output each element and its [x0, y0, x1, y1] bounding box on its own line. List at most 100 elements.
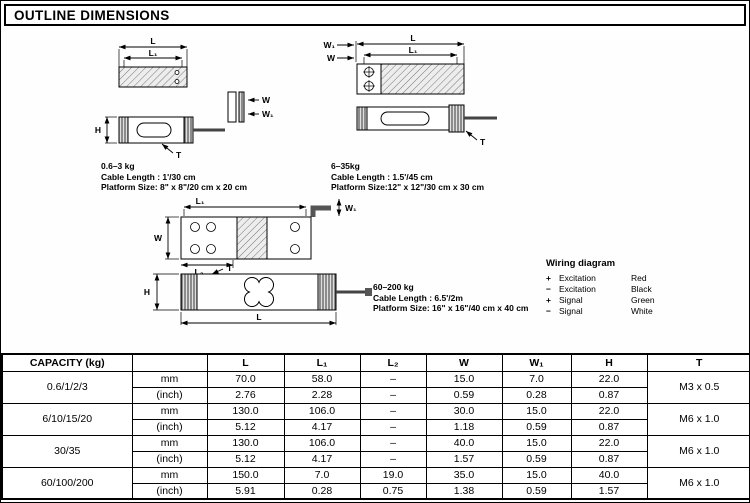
thread-cell: M6 x 1.0	[646, 466, 749, 500]
unit-cell: mm	[131, 370, 208, 388]
wiring-sign: −	[546, 306, 551, 316]
plan-view	[118, 66, 188, 88]
cable-length: Cable Length : 1.5'/45 cm	[331, 171, 433, 182]
dim-label-W1: W₁	[323, 40, 335, 50]
dim-label-W: W	[154, 233, 163, 243]
dim-label-L: L	[150, 36, 155, 46]
platform-size: Platform Size: 16" x 16"/40 cm x 40 cm	[373, 303, 529, 313]
value-cell: 150.0	[206, 466, 285, 484]
capacity-cell: 0.6/1/2/3	[1, 370, 133, 404]
table-row: (inch) 5.91 0.28 0.75 1.38 0.59 1.57	[2, 482, 749, 500]
capacity-range: 6–35kg	[331, 161, 360, 171]
unit-cell: (inch)	[131, 386, 208, 404]
value-cell: 1.38	[425, 482, 503, 500]
table-row: 60/100/200 mm 150.0 7.0 19.0 35.0 15.0 4…	[1, 466, 749, 500]
wiring-color: Red	[631, 273, 647, 283]
col-header-L: L	[206, 353, 285, 372]
wiring-color: White	[631, 306, 653, 316]
table-header-row: CAPACITY (kg) L L₁ L₂ W W₁ H T	[1, 353, 749, 372]
value-cell: 70.0	[206, 370, 285, 388]
value-cell: 40.0	[425, 434, 503, 452]
platform-size: Platform Size: 8" x 8"/20 cm x 20 cm	[101, 182, 248, 192]
platform-size: Platform Size:12" x 12"/30 cm x 30 cm	[331, 182, 485, 192]
thread-cell: M3 x 0.5	[646, 370, 749, 404]
wiring-name: Signal	[559, 295, 583, 305]
table-row: (inch) 5.12 4.17 – 1.18 0.59 0.87	[2, 418, 749, 436]
dim-label-L1: L₁	[149, 48, 158, 58]
drawing-area: L L₁ W W₁	[1, 28, 749, 353]
value-cell: 5.12	[206, 450, 285, 468]
unit-cell: (inch)	[131, 450, 208, 468]
value-cell: –	[359, 402, 427, 420]
value-cell: 4.17	[283, 418, 361, 436]
wiring-diagram: Wiring diagram + Excitation Red − Excita…	[546, 258, 655, 317]
unit-cell: (inch)	[131, 482, 208, 500]
value-cell: 0.75	[359, 482, 427, 500]
value-cell: –	[359, 450, 427, 468]
unit-cell: mm	[131, 402, 208, 420]
table-row: (inch) 2.76 2.28 – 0.59 0.28 0.87	[2, 386, 749, 404]
value-cell: 0.59	[501, 418, 572, 436]
wiring-color: Black	[631, 284, 652, 294]
col-header-L2: L₂	[359, 353, 427, 372]
value-cell: 15.0	[425, 370, 503, 388]
col-header-W1: W₁	[501, 353, 572, 372]
wiring-sign: +	[546, 273, 551, 283]
value-cell: 1.57	[425, 450, 503, 468]
table-row: 0.6/1/2/3 mm 70.0 58.0 – 15.0 7.0 22.0 M…	[1, 370, 749, 404]
wiring-name: Signal	[559, 306, 583, 316]
value-cell: 2.76	[206, 386, 285, 404]
unit-cell: mm	[131, 466, 208, 484]
value-cell: 22.0	[570, 370, 648, 388]
caption-large-cell: 60–200 kg Cable Length : 6.5'/2m Platfor…	[373, 282, 528, 314]
dim-label-H: H	[95, 125, 101, 135]
value-cell: 30.0	[425, 402, 503, 420]
value-cell: 106.0	[283, 402, 361, 420]
thread-cell: M6 x 1.0	[646, 434, 749, 468]
dim-label-W1: W₁	[262, 109, 274, 119]
clover-cutout	[244, 277, 274, 307]
page-title: OUTLINE DIMENSIONS	[14, 7, 170, 23]
dimensions-table: CAPACITY (kg) L L₁ L₂ W W₁ H T 0.6/1/2/3…	[1, 353, 749, 500]
value-cell: 106.0	[283, 434, 361, 452]
value-cell: 0.28	[283, 482, 361, 500]
wiring-row: − Signal White	[546, 306, 655, 317]
value-cell: 40.0	[570, 466, 648, 484]
value-cell: –	[359, 434, 427, 452]
value-cell: 0.87	[570, 450, 648, 468]
capacity-cell: 60/100/200	[1, 466, 133, 500]
value-cell: 2.28	[283, 386, 361, 404]
value-cell: 15.0	[501, 466, 572, 484]
dim-label-L1: L₁	[409, 45, 418, 55]
dim-label-W: W	[327, 53, 336, 63]
technical-drawings: L L₁ W W₁	[95, 33, 497, 326]
value-cell: 0.87	[570, 386, 648, 404]
col-header-H: H	[570, 353, 648, 372]
value-cell: 15.0	[501, 434, 572, 452]
cable-elbow	[310, 205, 331, 217]
capacity-range: 0.6–3 kg	[101, 161, 135, 171]
value-cell: 22.0	[570, 402, 648, 420]
dim-label-L1: L₁	[196, 196, 205, 206]
value-cell: 1.18	[425, 418, 503, 436]
value-cell: 130.0	[206, 402, 285, 420]
col-header-W: W	[425, 353, 503, 372]
dim-label-W1: W₁	[345, 203, 357, 213]
value-cell: –	[359, 418, 427, 436]
value-cell: 0.59	[501, 482, 572, 500]
value-cell: 58.0	[283, 370, 361, 388]
value-cell: 5.12	[206, 418, 285, 436]
unit-cell: (inch)	[131, 418, 208, 436]
value-cell: 22.0	[570, 434, 648, 452]
col-header-T: T	[646, 353, 749, 372]
table-row: 6/10/15/20 mm 130.0 106.0 – 30.0 15.0 22…	[1, 402, 749, 436]
table-row: (inch) 5.12 4.17 – 1.57 0.59 0.87	[2, 450, 749, 468]
capacity-cell: 30/35	[1, 434, 133, 468]
dim-label-H: H	[144, 287, 150, 297]
drawing-large-cell: L₁ W₁ W L₂	[144, 196, 372, 326]
caption-small-cell: 0.6–3 kg Cable Length : 1'/30 cm Platfor…	[101, 161, 247, 193]
wiring-row: + Excitation Red	[546, 273, 655, 284]
wiring-name: Excitation	[559, 273, 596, 283]
col-header-capacity: CAPACITY (kg)	[1, 353, 133, 372]
value-cell: 130.0	[206, 434, 285, 452]
